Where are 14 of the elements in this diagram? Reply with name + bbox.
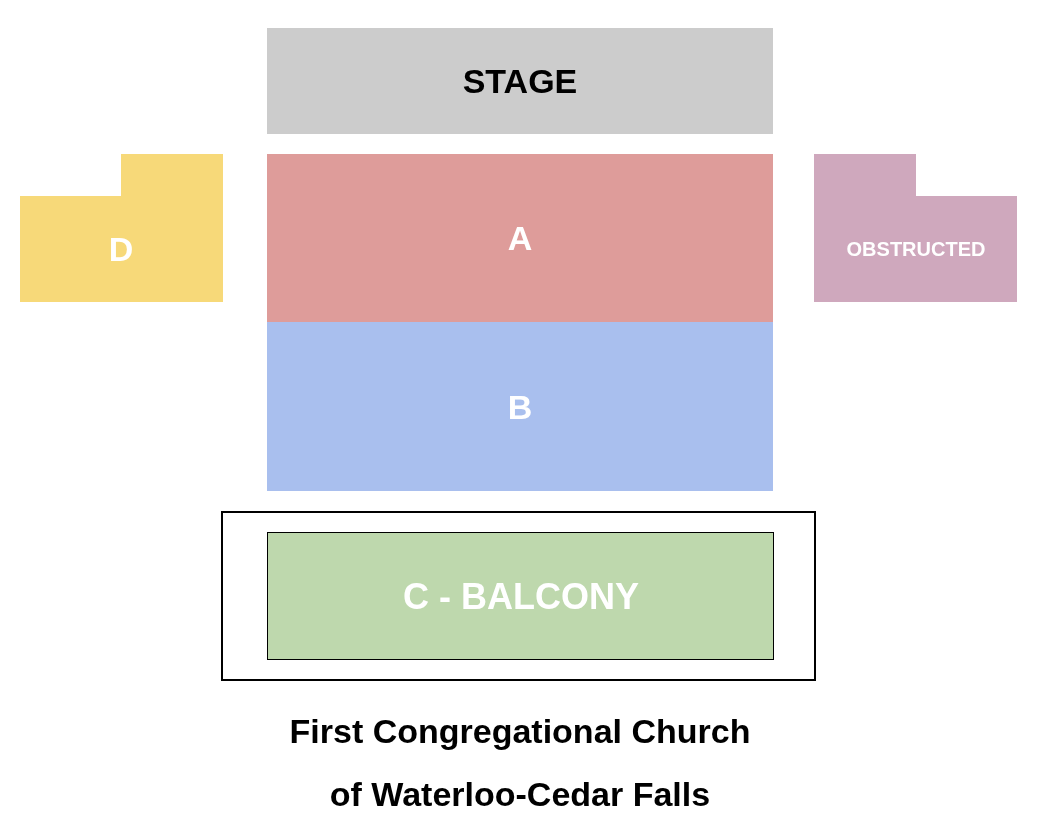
stage-area: [267, 28, 773, 134]
balcony-outline: [221, 511, 816, 681]
section-label: A: [507, 218, 533, 258]
seating-section: [267, 322, 773, 491]
seating-section: [267, 154, 773, 322]
section-label: OBSTRUCTED: [846, 237, 986, 261]
seating-section: [267, 532, 774, 660]
section-label: B: [507, 387, 533, 427]
seating-section: [814, 154, 1017, 302]
venue-caption: First Congregational Church of Waterloo-Cedar Falls: [288, 711, 752, 815]
seating-section: [20, 154, 223, 302]
section-label: STAGE: [462, 61, 578, 101]
section-label: D: [108, 229, 134, 269]
section-label: C - BALCONY: [403, 576, 639, 618]
